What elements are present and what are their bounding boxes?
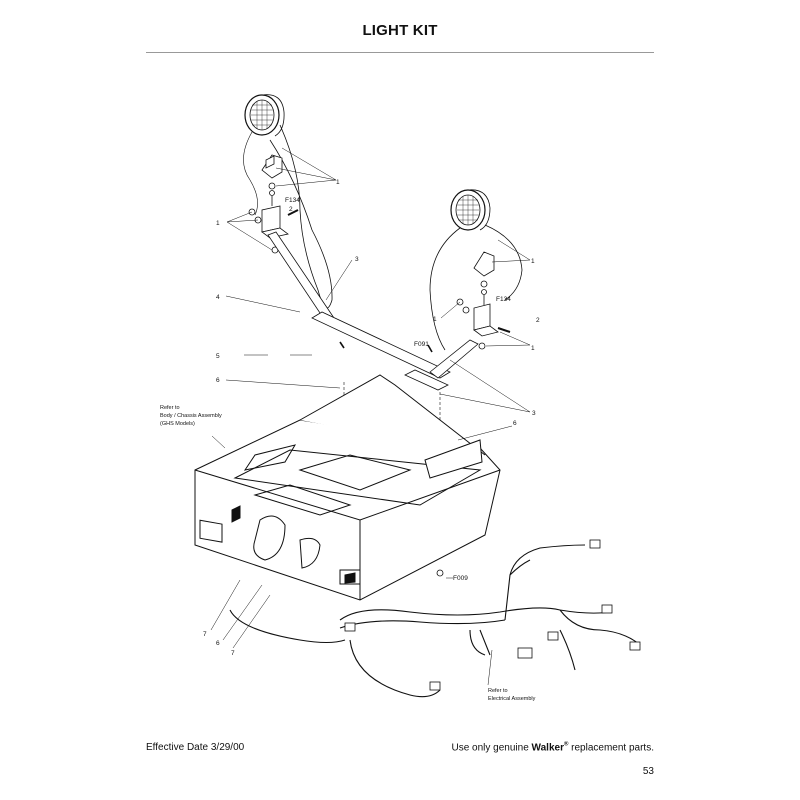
callout-4: 4 — [216, 294, 220, 301]
callout-1-upper-left: 1 — [336, 179, 340, 186]
callout-1-right-low: 1 — [531, 345, 535, 352]
left-work-lamp — [244, 94, 285, 137]
callout-5: 5 — [216, 353, 220, 360]
callout-f134-left: F134 — [285, 197, 300, 204]
notice-prefix: Use only genuine — [451, 742, 532, 754]
callout-f091: F091 — [414, 341, 429, 348]
left-washer — [268, 182, 276, 190]
callout-6-right: 6 — [513, 420, 517, 427]
page-title: LIGHT KIT — [362, 22, 438, 39]
harness-connectors — [344, 539, 641, 691]
electrical-note-line-1: Refer to — [488, 688, 508, 694]
callout-1-upper-right: 1 — [531, 258, 535, 265]
callout-6-left: 6 — [216, 377, 220, 384]
right-lower-bracket — [473, 303, 499, 337]
callout-1-left: 1 — [216, 220, 220, 227]
electrical-note-line-2: Electrical Assembly — [488, 696, 536, 702]
page-number: 53 — [642, 766, 654, 777]
right-work-lamp — [450, 189, 491, 231]
brand-name: Walker — [531, 742, 564, 754]
callout-2-right: 2 — [536, 317, 540, 324]
callout-7-lower: 7 — [231, 650, 235, 657]
left-upper-bracket — [261, 154, 283, 179]
wiring-harness — [229, 544, 641, 698]
title-divider — [146, 52, 654, 53]
chassis-body — [194, 374, 501, 601]
right-upper-bracket — [473, 251, 495, 277]
callout-7-upper: 7 — [203, 631, 207, 638]
callout-1-right-mid: 1 — [433, 316, 437, 323]
right-lamp-cord — [429, 224, 523, 351]
callout-3-right: 3 — [532, 410, 536, 417]
genuine-parts-notice: Use only genuine Walker® replacement par… — [451, 742, 654, 753]
effective-date: Effective Date 3/29/00 — [146, 742, 245, 753]
notice-suffix: replacement parts. — [568, 742, 654, 754]
chassis-note-line-3: (GHS Models) — [160, 421, 195, 427]
light-bar-frame — [267, 231, 479, 391]
callout-2-left: 2 — [289, 206, 293, 213]
callout-3-left: 3 — [355, 256, 359, 263]
callout-f134-right: F134 — [496, 296, 511, 303]
callout-6-lower: 6 — [216, 640, 220, 647]
chassis-note-line-1: Refer to — [160, 405, 180, 411]
f009-fastener — [436, 569, 444, 577]
leader-lines — [210, 147, 531, 686]
chassis-note-line-2: Body / Chassis Assembly — [160, 413, 222, 419]
callout-f009: F009 — [453, 575, 468, 582]
registered-mark: ® — [563, 742, 569, 748]
